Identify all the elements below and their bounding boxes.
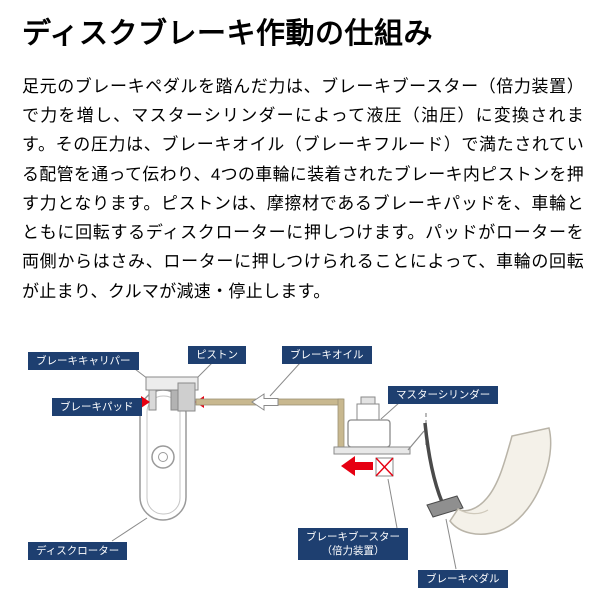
diagram-drawing bbox=[111, 362, 552, 570]
disc-rotor-drawing bbox=[139, 389, 187, 521]
label-piston: ピストン bbox=[188, 346, 246, 365]
brake-pedal-drawing bbox=[407, 413, 464, 518]
brake-pad-left bbox=[148, 389, 157, 411]
body-text: 足元のブレーキペダルを踏んだ力は、ブレーキブースター（倍力装置）で力を増し、マス… bbox=[22, 77, 584, 301]
label-brake-booster: ブレーキブースター （倍力装置） bbox=[298, 528, 408, 561]
brake-booster-drawing bbox=[333, 446, 411, 477]
pad-force-arrow-left-icon bbox=[141, 396, 150, 408]
brake-pipe-drawing bbox=[195, 393, 345, 452]
oil-flow-arrow-icon bbox=[251, 393, 279, 411]
brake-caliper-drawing bbox=[141, 376, 204, 412]
label-brake-booster-line2: （倍力装置） bbox=[321, 545, 385, 558]
pedal-pad bbox=[426, 495, 464, 518]
label-brake-pedal: ブレーキペダル bbox=[418, 570, 508, 589]
boost-force-arrow-icon bbox=[341, 456, 373, 476]
label-brake-oil: ブレーキオイル bbox=[282, 346, 372, 365]
page-title: ディスクブレーキ作動の仕組み bbox=[22, 18, 433, 50]
brake-pad-right bbox=[170, 389, 179, 411]
label-brake-booster-line1: ブレーキブースター bbox=[306, 531, 400, 543]
foot-drawing bbox=[449, 427, 552, 535]
label-brake-pad: ブレーキパッド bbox=[52, 398, 142, 417]
brake-system-diagram: ブレーキキャリパー ピストン ブレーキオイル ブレーキパッド マスターシリンダー… bbox=[0, 335, 600, 600]
piston-housing bbox=[177, 382, 196, 412]
label-brake-caliper: ブレーキキャリパー bbox=[28, 352, 139, 371]
label-disc-rotor: ディスクローター bbox=[28, 542, 128, 561]
master-cylinder-drawing bbox=[347, 396, 391, 448]
label-master-cylinder: マスターシリンダー bbox=[388, 386, 499, 405]
label-connector-lines bbox=[111, 362, 457, 570]
